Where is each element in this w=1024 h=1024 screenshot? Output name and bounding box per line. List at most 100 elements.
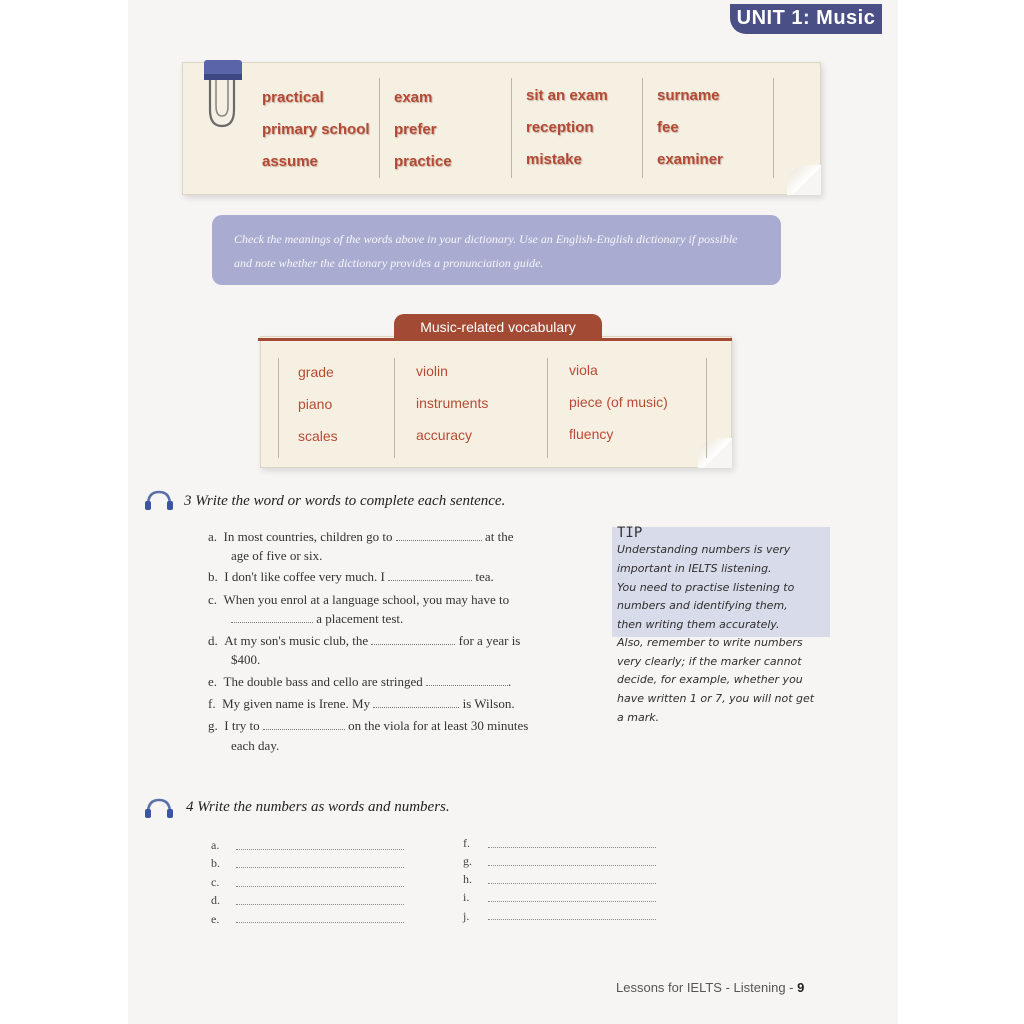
answer-blank[interactable] bbox=[388, 568, 473, 581]
page-curl bbox=[787, 165, 821, 195]
column-divider bbox=[706, 358, 707, 458]
column-divider bbox=[773, 78, 774, 178]
item-letter: g. bbox=[463, 854, 472, 868]
column-divider bbox=[278, 358, 279, 458]
sentence-text: a placement test. bbox=[316, 611, 404, 626]
tip-line: a mark. bbox=[617, 711, 660, 724]
exercise-4-heading: 4 Write the numbers as words and numbers… bbox=[186, 799, 450, 815]
item-letter: a. bbox=[211, 838, 220, 852]
tip-line: You need to practise listening to bbox=[617, 581, 795, 594]
item-letter: a. bbox=[208, 529, 218, 544]
footer-text: Lessons for IELTS - Listening - bbox=[616, 980, 798, 995]
sentence-a-line2: age of five or six. bbox=[231, 548, 323, 563]
item-letter: g. bbox=[208, 718, 218, 733]
answer-line[interactable] bbox=[236, 904, 404, 905]
sentence-g: g. I try to on the viola for at least 30… bbox=[208, 717, 528, 735]
sentence-text: for a year is bbox=[458, 633, 521, 648]
item-letter: c. bbox=[208, 592, 218, 607]
answer-line[interactable] bbox=[488, 901, 656, 902]
music-word: piano bbox=[298, 396, 333, 412]
instruction-box: Check the meanings of the words above in… bbox=[212, 215, 781, 285]
sentence-f: f. My given name is Irene. My is Wilson. bbox=[208, 695, 515, 713]
music-word: scales bbox=[298, 428, 338, 444]
sentence-text: At my son's music club, the bbox=[224, 633, 369, 648]
music-word: grade bbox=[298, 364, 334, 380]
tip-line: important in IELTS listening. bbox=[617, 562, 772, 575]
music-word: fluency bbox=[569, 426, 614, 442]
answer-blank[interactable] bbox=[231, 610, 313, 623]
vocab-word: sit an exam bbox=[526, 87, 608, 104]
tip-line: numbers and identifying them, bbox=[617, 599, 788, 612]
exercise-3-heading: 3 Write the word or words to complete ea… bbox=[184, 493, 506, 509]
binder-clip-icon bbox=[204, 60, 242, 128]
instruction-line: Check the meanings of the words above in… bbox=[234, 232, 738, 246]
answer-line[interactable] bbox=[488, 919, 656, 920]
page-number: 9 bbox=[797, 980, 805, 995]
item-letter: b. bbox=[211, 856, 220, 870]
vocab-word: surname bbox=[657, 87, 720, 104]
sentence-a: a. In most countries, children go to at … bbox=[208, 528, 514, 546]
tip-highlight bbox=[612, 527, 830, 637]
music-word: instruments bbox=[416, 395, 489, 411]
instruction-line: and note whether the dictionary provides… bbox=[234, 256, 544, 270]
tip-line: Understanding numbers is very bbox=[617, 543, 791, 556]
sentence-text: on the viola for at least 30 minutes bbox=[348, 718, 529, 733]
column-divider bbox=[642, 78, 643, 178]
vocab-word: mistake bbox=[526, 151, 582, 168]
vocab-word: primary school bbox=[262, 121, 370, 138]
tip-line: Also, remember to write numbers bbox=[617, 636, 803, 649]
vocab-word: examiner bbox=[657, 151, 723, 168]
tip-line: then writing them accurately. bbox=[617, 618, 780, 631]
answer-blank[interactable] bbox=[373, 695, 460, 708]
answer-line[interactable] bbox=[236, 849, 404, 850]
item-letter: i. bbox=[463, 890, 470, 904]
sentence-text: is Wilson. bbox=[462, 696, 515, 711]
music-word: violin bbox=[416, 363, 448, 379]
answer-line[interactable] bbox=[236, 867, 404, 868]
sentence-text: In most countries, children go to bbox=[223, 529, 393, 544]
answer-blank[interactable] bbox=[395, 528, 482, 541]
headphones-icon bbox=[145, 490, 173, 510]
column-divider bbox=[394, 358, 395, 458]
item-letter: h. bbox=[463, 872, 472, 886]
sentence-c-line2: a placement test. bbox=[231, 610, 403, 628]
sentence-c: c. When you enrol at a language school, … bbox=[208, 591, 509, 609]
sentence-text: I try to bbox=[224, 718, 260, 733]
item-letter: e. bbox=[208, 674, 218, 689]
music-word: piece (of music) bbox=[569, 394, 668, 410]
vocabulary-box bbox=[182, 62, 821, 195]
answer-blank[interactable] bbox=[426, 673, 509, 686]
tip-line: very clearly; if the marker cannot bbox=[617, 655, 802, 668]
instruction-text: Check the meanings of the words above in… bbox=[234, 227, 764, 275]
sentence-text: My given name is Irene. My bbox=[222, 696, 371, 711]
answer-line[interactable] bbox=[236, 922, 404, 923]
sentence-text: at the bbox=[485, 529, 514, 544]
column-divider bbox=[511, 78, 512, 178]
answer-blank[interactable] bbox=[262, 717, 345, 730]
sentence-g-line2: each day. bbox=[231, 738, 280, 753]
column-divider bbox=[547, 358, 548, 458]
music-vocabulary-box bbox=[260, 336, 732, 468]
sentence-text: tea. bbox=[475, 569, 494, 584]
page-curl bbox=[698, 438, 732, 468]
music-vocab-title: Music-related vocabulary bbox=[394, 314, 602, 340]
vocab-word: assume bbox=[262, 153, 318, 170]
item-letter: j. bbox=[463, 909, 470, 923]
sentence-b: b. I don't like coffee very much. I tea. bbox=[208, 568, 494, 586]
sentence-text: When you enrol at a language school, you… bbox=[223, 592, 510, 607]
tip-title: TIP bbox=[617, 525, 643, 541]
answer-blank[interactable] bbox=[371, 632, 456, 645]
column-divider bbox=[379, 78, 380, 178]
sentence-e: e. The double bass and cello are stringe… bbox=[208, 673, 511, 691]
answer-line[interactable] bbox=[236, 886, 404, 887]
sentence-text: I don't like coffee very much. I bbox=[224, 569, 385, 584]
answer-line[interactable] bbox=[488, 883, 656, 884]
answer-line[interactable] bbox=[488, 865, 656, 866]
answer-line[interactable] bbox=[488, 847, 656, 848]
sentence-text: . bbox=[508, 674, 512, 689]
item-letter: f. bbox=[463, 836, 470, 850]
item-letter: e. bbox=[211, 912, 220, 926]
vocab-word: prefer bbox=[394, 121, 437, 138]
page-footer: Lessons for IELTS - Listening - 9 bbox=[616, 980, 804, 995]
headphones-icon bbox=[145, 798, 173, 818]
